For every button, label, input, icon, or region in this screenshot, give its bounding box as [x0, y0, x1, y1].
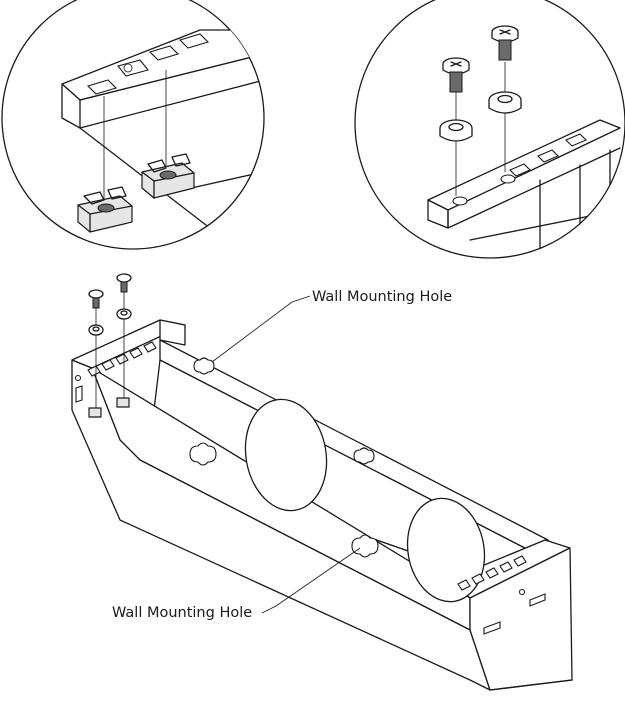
- main-screw-left: [88, 289, 104, 309]
- main-screw-right: [116, 273, 132, 293]
- wall-bracket: [71, 273, 573, 691]
- washer-right: [488, 91, 522, 114]
- wall-mounting-hole-upper-left: [193, 357, 215, 375]
- cage-nut-right: [141, 153, 195, 199]
- detail-circle-right-outline: [354, 0, 625, 259]
- wall-mounting-hole-lower-left: [189, 442, 217, 466]
- detail-circle-screws: [354, 0, 625, 259]
- callout-label-bottom: Wall Mounting Hole: [112, 605, 252, 621]
- callout-wall-mounting-hole-top: Wall Mounting Hole: [211, 289, 452, 363]
- cage-nut-left: [77, 186, 133, 233]
- rail-slots-left: [87, 341, 157, 377]
- callout-wall-mounting-hole-bottom: Wall Mounting Hole: [112, 547, 361, 621]
- main-cage-nut-left: [88, 407, 102, 418]
- callout-label-top: Wall Mounting Hole: [312, 289, 452, 305]
- wall-mounting-hole-upper-right: [353, 447, 375, 465]
- main-washer-right: [116, 308, 132, 320]
- detail-circle-left-outline: [1, 0, 265, 250]
- detail-circle-cage-nuts: [1, 0, 265, 250]
- washer-left: [439, 119, 473, 142]
- wall-mounting-hole-lower-right: [351, 534, 379, 558]
- screw-right: [491, 25, 519, 61]
- main-washer-left: [88, 324, 104, 336]
- cable-hole-right: [406, 497, 486, 603]
- main-cage-nut-right: [116, 397, 130, 408]
- rail-slots-right: [457, 555, 527, 591]
- rail-square-slots: [86, 33, 210, 95]
- screw-left: [442, 57, 470, 93]
- cable-hole-left: [244, 398, 328, 512]
